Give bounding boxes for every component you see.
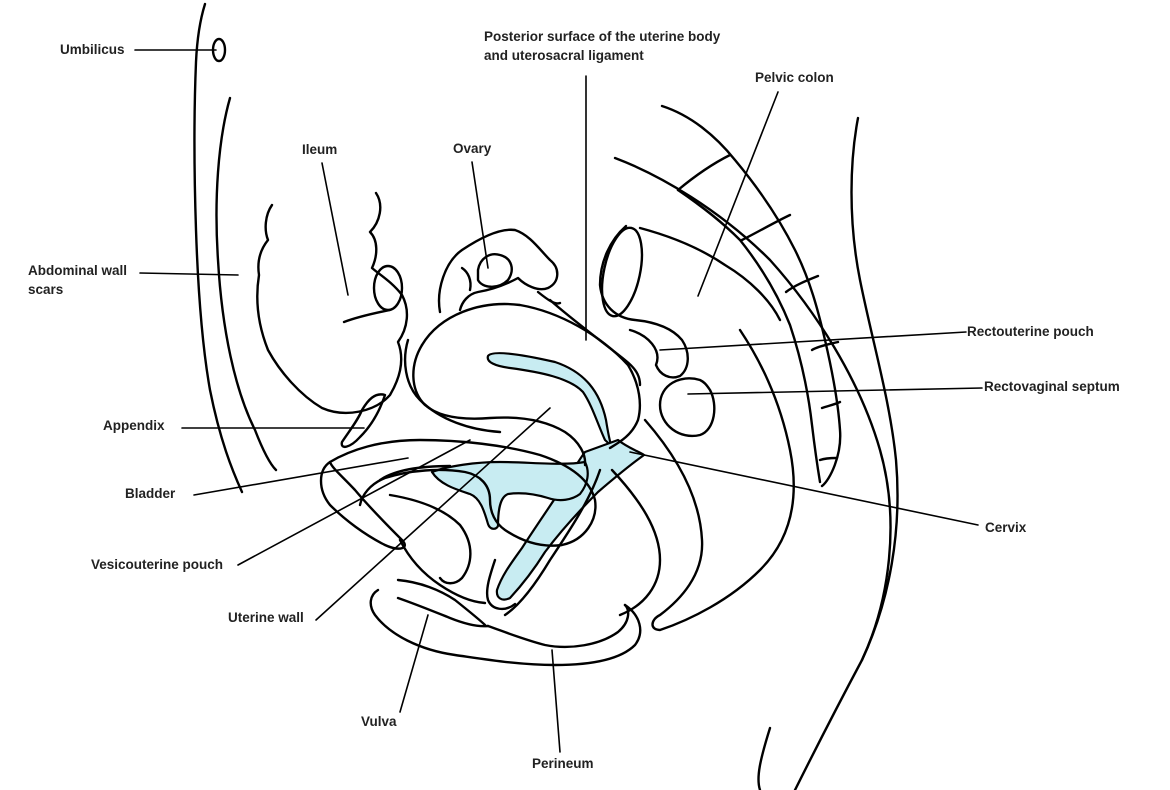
urethra-curve xyxy=(398,538,487,605)
leader-abdominal-wall-scars xyxy=(139,272,239,276)
label-uterine-wall: Uterine wall xyxy=(228,610,304,625)
labia-lower xyxy=(396,596,490,628)
rectum-wall-back xyxy=(676,188,822,484)
tube-fimbria xyxy=(460,266,472,292)
ileum-segment xyxy=(372,264,404,312)
label-rectovaginal-septum: Rectovaginal septum xyxy=(984,379,1120,394)
perineal-body xyxy=(486,603,630,649)
label-abdominal-wall-scars-line1: Abdominal wall xyxy=(28,263,128,278)
label-posterior-surface-line2: and uterosacral ligament xyxy=(484,48,644,63)
leader-rectovaginal-septum xyxy=(687,387,983,395)
leader-cervix xyxy=(629,451,979,526)
fimbria-end xyxy=(536,290,562,305)
label-abdominal-wall-scars-line2: scars xyxy=(28,282,64,297)
posterior-wall-line xyxy=(503,468,602,617)
leader-ovary xyxy=(471,161,489,269)
label-appendix: Appendix xyxy=(103,418,165,433)
leader-vulva xyxy=(399,614,429,713)
rectum-ring-3 xyxy=(784,274,820,294)
label-vesicouterine-pouch: Vesicouterine pouch xyxy=(91,557,224,572)
uterosacral-edge xyxy=(548,298,642,387)
rectum-ring-4 xyxy=(810,340,840,352)
leader-ileum xyxy=(321,162,349,296)
leader-rectouterine-pouch xyxy=(659,331,967,351)
leader-vesicouterine-pouch xyxy=(237,439,471,566)
rectum-ring-5 xyxy=(820,400,842,410)
label-posterior-surface-line1: Posterior surface of the uterine body xyxy=(484,29,721,44)
label-vulva: Vulva xyxy=(361,714,397,729)
vulva-outer xyxy=(369,588,642,667)
bladder-inner xyxy=(378,464,452,482)
posterior-inner-wall xyxy=(613,156,892,662)
label-pelvic-colon: Pelvic colon xyxy=(755,70,834,85)
buttock-curve xyxy=(757,726,772,790)
labia-upper xyxy=(396,578,487,627)
anterior-abdominal-wall-inner xyxy=(215,96,278,472)
ileum-loops xyxy=(256,191,409,415)
label-bladder: Bladder xyxy=(125,486,176,501)
rectum-ring-2 xyxy=(740,213,792,242)
label-ovary: Ovary xyxy=(453,141,492,156)
label-rectouterine-pouch: Rectouterine pouch xyxy=(967,324,1094,339)
leader-perineum xyxy=(551,649,561,753)
fallopian-tube xyxy=(437,228,559,314)
uterus-anterior xyxy=(412,343,587,467)
pubic-bone xyxy=(319,460,407,550)
label-ileum: Ileum xyxy=(302,142,338,157)
colon-lumen xyxy=(600,226,644,318)
ovary-shape xyxy=(476,253,513,288)
posterior-body-wall xyxy=(793,116,899,790)
leader-pelvic-colon xyxy=(697,91,779,297)
ileum-fold xyxy=(342,308,392,324)
colon-upper xyxy=(638,226,782,322)
label-abdominal-wall-scars: Abdominal wall scars xyxy=(28,261,127,299)
rectum-ring-6 xyxy=(818,456,838,462)
anterior-vaginal-wall xyxy=(388,493,472,585)
leader-uterine-wall xyxy=(315,407,551,621)
appendix-shape xyxy=(340,393,387,449)
leader-bladder xyxy=(193,457,409,496)
label-posterior-surface: Posterior surface of the uterine body an… xyxy=(484,27,720,65)
rectum-wall-front xyxy=(660,104,842,488)
label-umbilicus: Umbilicus xyxy=(60,42,125,57)
pelvic-colon-shape xyxy=(598,224,689,379)
rectal-curve-outer xyxy=(643,328,795,632)
uterine-cavity xyxy=(486,352,620,454)
posterior-vaginal-wall xyxy=(485,558,517,611)
rectum-ring-1 xyxy=(676,153,732,192)
bladder-shape xyxy=(328,438,597,547)
label-perineum: Perineum xyxy=(532,756,594,771)
rectal-curve-inner xyxy=(610,468,662,617)
uterus-fundus-line xyxy=(403,338,502,434)
label-cervix: Cervix xyxy=(985,520,1027,535)
rectovaginal-septum-shape xyxy=(658,377,716,438)
